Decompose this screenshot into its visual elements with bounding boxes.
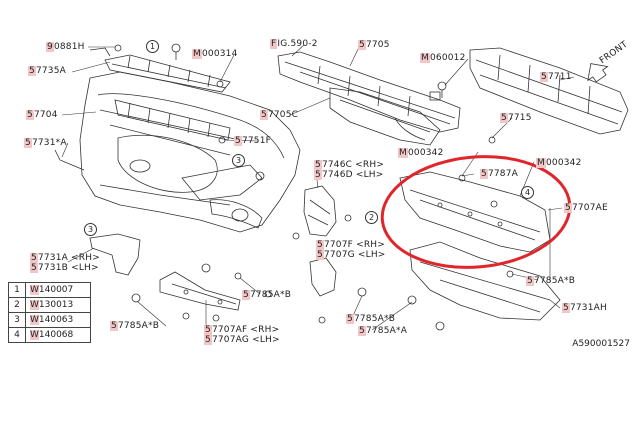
side-bracket-57746 [303, 185, 337, 237]
legend-row: 3 W140063 [9, 313, 90, 328]
label-m000342-a: M000342 [398, 148, 444, 158]
diagram-reference-code: A590001527 [572, 339, 630, 349]
label-57715: 57715 [500, 113, 532, 123]
label-57707ag-lh: 57707AG <LH> [204, 335, 280, 345]
label-57705c: 57705C [260, 110, 299, 120]
label-57731b-lh: 57731B <LH> [30, 263, 99, 273]
legend-code: W130013 [30, 300, 74, 310]
side-bracket-57707fg [309, 257, 337, 297]
label-m060012: M060012 [420, 53, 466, 63]
label-57731a-rh: 57731A <RH> [30, 253, 100, 263]
label-57707ae: 57707AE [564, 203, 608, 213]
callout-3a: 3 [232, 154, 245, 167]
label-57785a-b-3: 57785A*B [346, 314, 396, 324]
front-arrow [587, 63, 609, 83]
label-57707g-lh: 57707G <LH> [316, 250, 386, 260]
label-57705: 57705 [358, 40, 390, 50]
label-fig590-2: FIG.590-2 [270, 39, 318, 49]
callout-1: 1 [146, 40, 159, 53]
label-57785a-b-2: 57785A*B [110, 321, 160, 331]
label-57711: 57711 [540, 72, 572, 82]
label-57785a-b-4: 57785A*B [526, 276, 576, 286]
bumper-beam [429, 47, 629, 135]
legend-code: W140068 [30, 330, 74, 340]
legend-num: 2 [9, 298, 26, 312]
label-57785a-a: 57785A*A [358, 326, 408, 336]
legend-row: 1 W140007 [9, 283, 90, 298]
label-57731ah: 57731AH [562, 303, 607, 313]
leader-lines [61, 44, 575, 331]
legend-num: 3 [9, 313, 26, 327]
legend-code: W140007 [30, 285, 74, 295]
lower-trim-57731 [89, 233, 141, 276]
label-57707af-rh: 57707AF <RH> [204, 325, 280, 335]
absorber-57705c [329, 87, 441, 146]
label-57751f: 57751F [234, 136, 272, 146]
upper-grille [89, 47, 231, 93]
fastener-legend: 1 W140007 2 W130013 3 W140063 4 W140068 [8, 282, 91, 343]
label-57785a-b-1: 57785A*B [242, 290, 292, 300]
under-cover-57731ah [409, 241, 561, 321]
callout-4: 4 [521, 186, 534, 199]
fasteners [114, 43, 514, 331]
legend-num: 1 [9, 283, 26, 297]
label-57746d-lh: 57746D <LH> [314, 170, 384, 180]
label-57746c-rh: 57746C <RH> [314, 160, 385, 170]
label-57787a: 57787A [480, 169, 518, 179]
callout-2: 2 [365, 211, 378, 224]
legend-row: 2 W130013 [9, 298, 90, 313]
legend-code: W140063 [30, 315, 74, 325]
label-57731a: 57731*A [24, 138, 67, 148]
label-57704: 57704 [26, 110, 58, 120]
lower-bracket-57707af [159, 271, 241, 311]
bumper-cover [54, 71, 301, 233]
under-cover-57707ae [399, 171, 551, 253]
label-57707f-rh: 57707F <RH> [316, 240, 385, 250]
label-57735a: 57735A [28, 66, 66, 76]
label-m000314: M000314 [192, 49, 238, 59]
absorber-57705 [277, 51, 461, 141]
legend-row: 4 W140068 [9, 328, 90, 342]
label-90881h: 90881H [46, 42, 85, 52]
legend-num: 4 [9, 328, 26, 342]
label-m000342-b: M000342 [536, 158, 582, 168]
callout-3b: 3 [84, 223, 97, 236]
